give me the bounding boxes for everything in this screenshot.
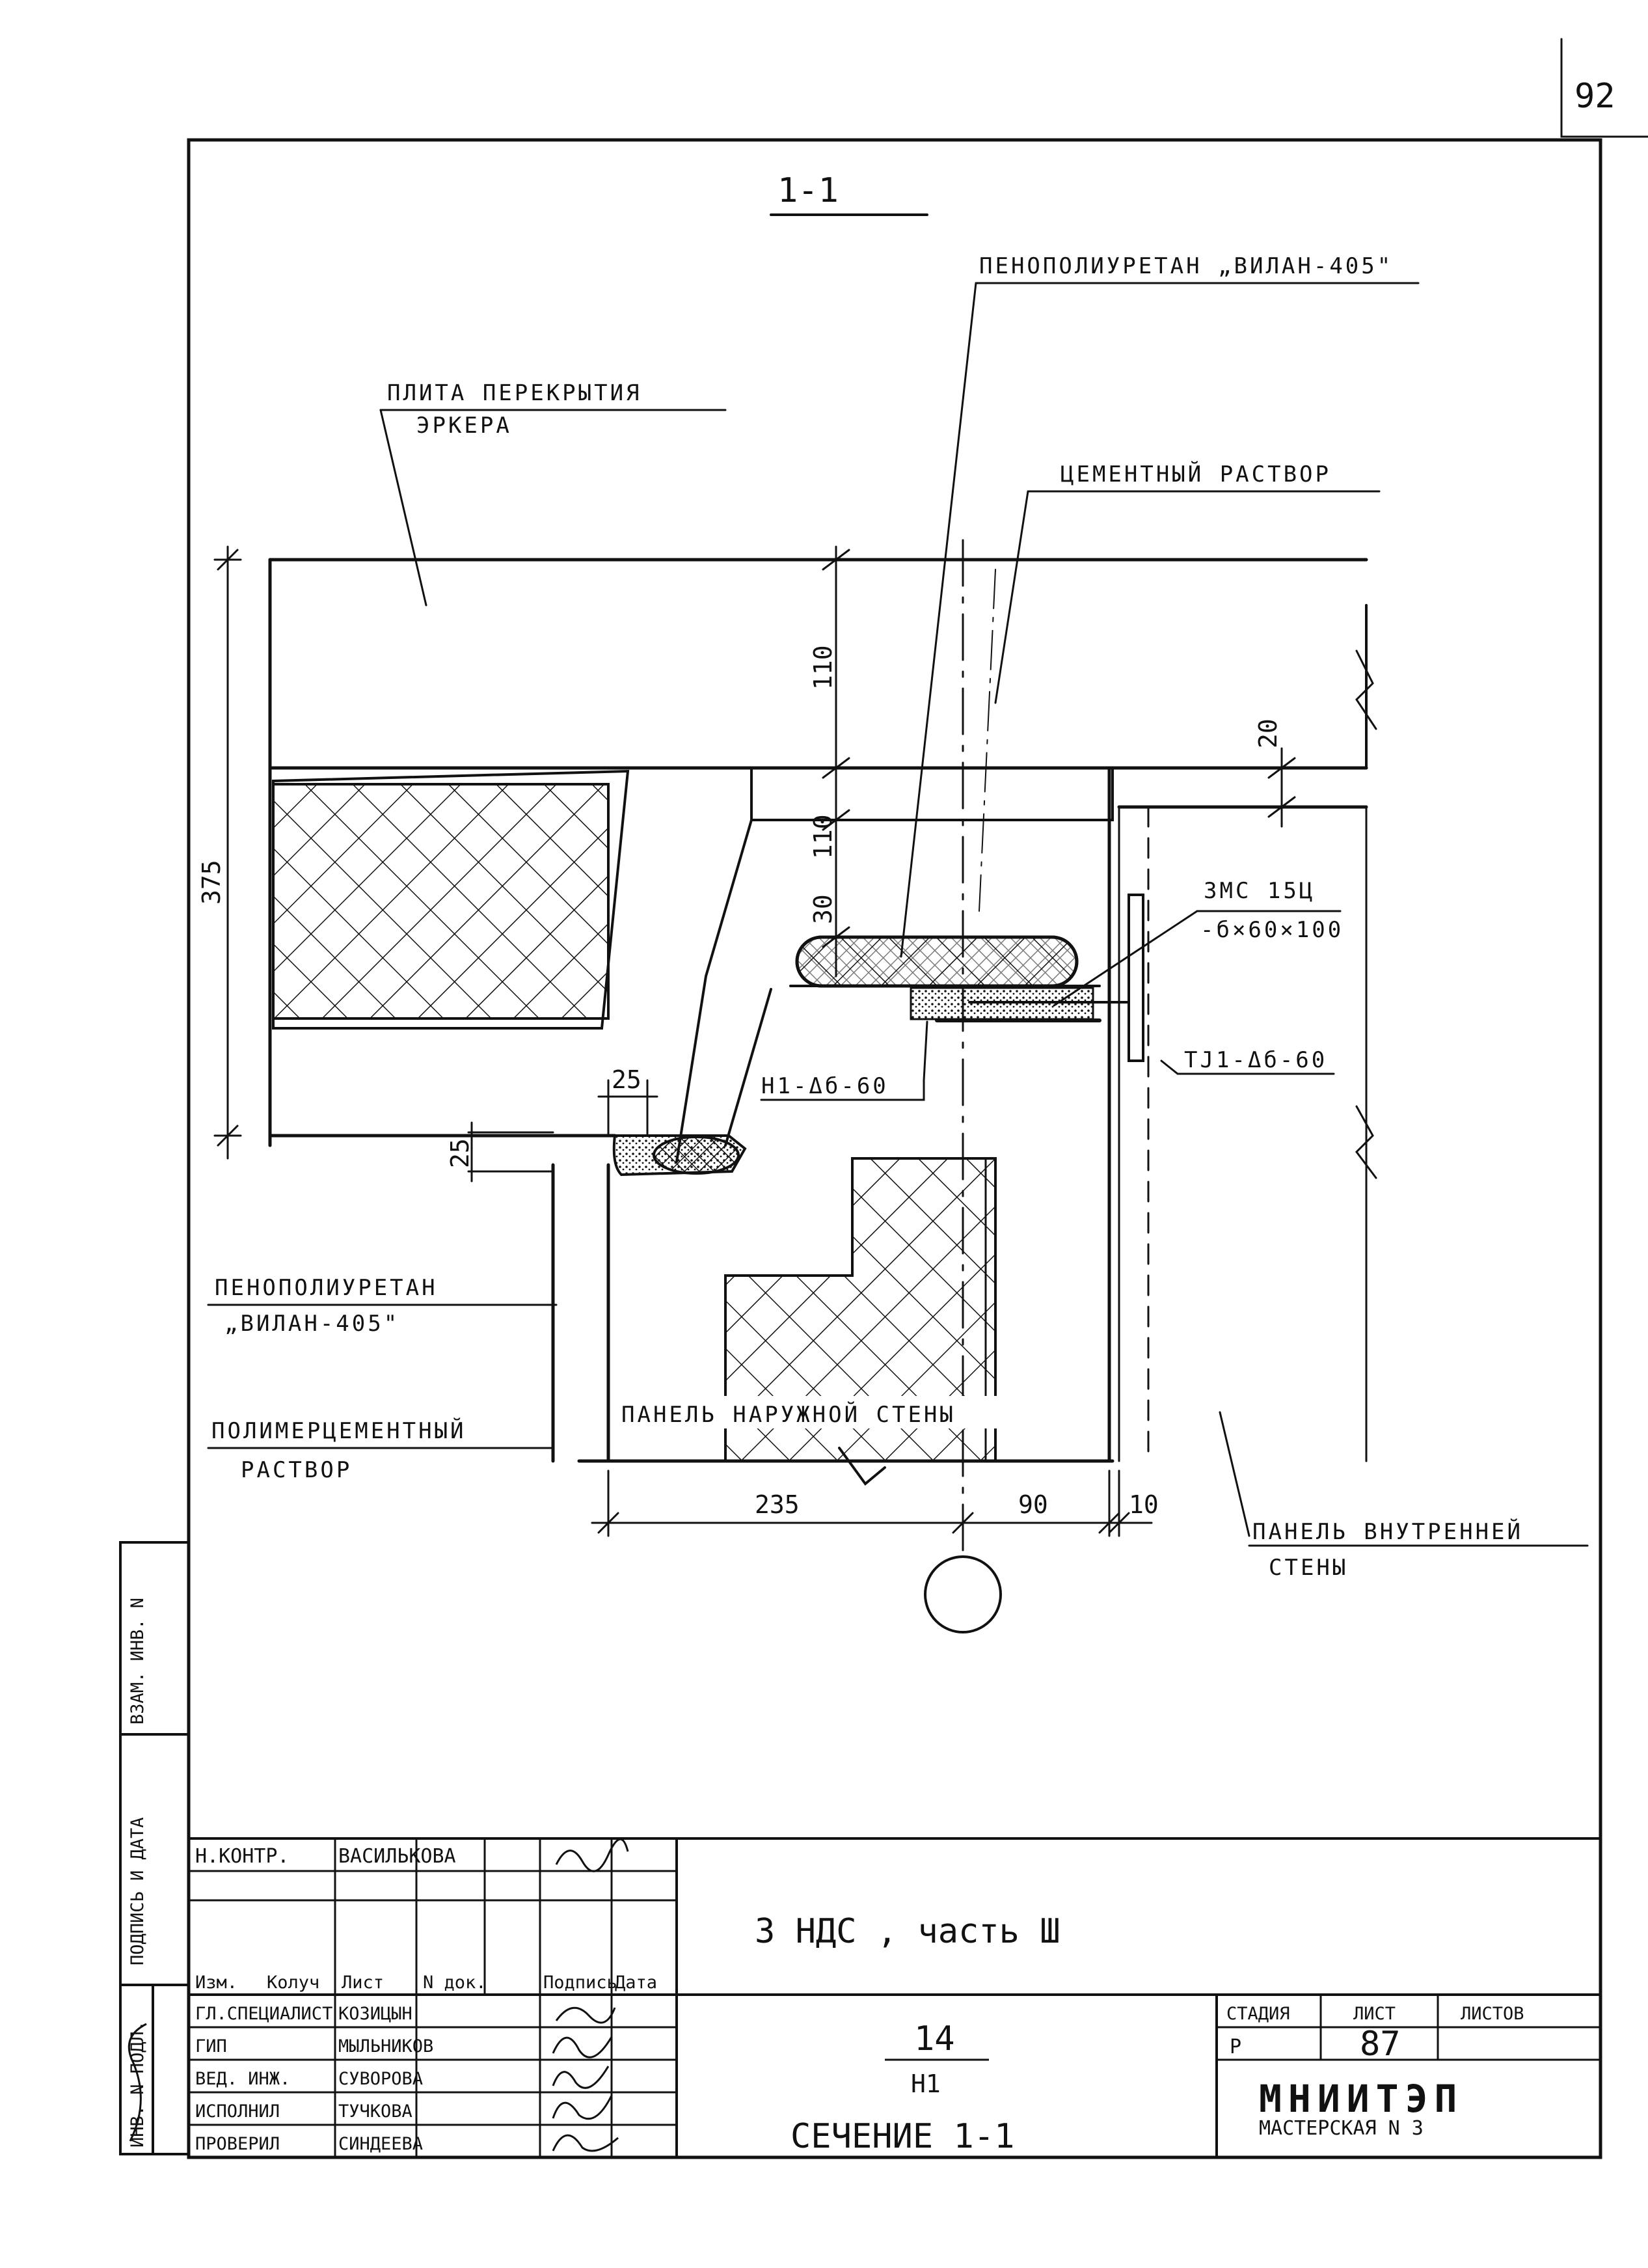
outer-wall-panel — [551, 1157, 1114, 1463]
label-outer-panel: ПАНЕЛЬ НАРУЖНОЙ СТЕНЫ — [621, 1401, 956, 1428]
axis-marker — [924, 1555, 1002, 1633]
label-slab-line1: ПЛИТА ПЕРЕКРЫТИЯ — [387, 380, 642, 406]
tb-org-sub: МАСТЕРСКАЯ N 3 — [1259, 2117, 1424, 2140]
tb-row4-name: ТУЧКОВА — [338, 2101, 412, 2122]
tb-row2-role: ГИП — [195, 2036, 227, 2056]
label-inner-panel-line2: СТЕНЫ — [1269, 1555, 1348, 1581]
tb-col-izm: Изм. — [195, 1973, 237, 1993]
tb-sheet-ref-bottom: Н1 — [911, 2070, 941, 2098]
dim-30: 30 — [809, 894, 837, 924]
dim-20: 20 — [1254, 718, 1282, 748]
tb-project: 3 НДС , часть Ш — [755, 1912, 1060, 1951]
foam-gasket-bottom — [653, 1136, 740, 1175]
tb-col-data: Дата — [615, 1973, 657, 1993]
label-foam-top: ПЕНОПОЛИУРЕТАН „ВИЛАН-405" — [979, 253, 1393, 279]
label-embed-line1: ЗМС 15Ц — [1204, 878, 1315, 904]
dim-110-upper: 110 — [809, 645, 837, 690]
tb-col-ndok: N док. — [423, 1973, 487, 1993]
tb-row1-name: КОЗИЦЫН — [338, 2004, 412, 2024]
label-cement: ЦЕМЕНТНЫЙ РАСТВОР — [1060, 461, 1331, 487]
section-title: 1-1 — [777, 171, 839, 210]
dim-10: 10 — [1129, 1490, 1159, 1519]
label-inner-panel-line1: ПАНЕЛЬ ВНУТРЕННЕЙ — [1252, 1518, 1523, 1545]
label-polymer-line1: ПОЛИМЕРЦЕМЕНТНЫЙ — [211, 1417, 466, 1444]
tb-row4-role: ИСПОЛНИЛ — [195, 2101, 280, 2122]
tb-sheet-ref-top: 14 — [914, 2019, 955, 2058]
tb-sheets-label: ЛИСТОВ — [1461, 2004, 1524, 2024]
tb-nkontr-role: Н.КОНТР. — [195, 1845, 290, 1868]
label-tie: ТЈ1-Δб-60 — [1184, 1047, 1327, 1073]
tb-row2-name: МЫЛЬНИКОВ — [338, 2036, 433, 2056]
stamp-vzam: ВЗАМ. ИНВ. N — [128, 1598, 148, 1725]
tb-col-podpis: Подпись — [543, 1973, 617, 1993]
page-number: 92 — [1574, 77, 1615, 116]
stamp-inv-podl: ИНВ. N ПОДЛ. — [128, 2021, 148, 2148]
dim-25-vertical: 25 — [446, 1138, 474, 1168]
tb-row3-name: СУВОРОВА — [338, 2069, 423, 2089]
title-block — [128, 1837, 1602, 2159]
tb-col-list: Лист — [342, 1973, 384, 1993]
tb-col-koluch: Колуч — [267, 1973, 319, 1993]
tb-row1-role: ГЛ.СПЕЦИАЛИСТ — [195, 2004, 332, 2024]
tb-drawing-name: СЕЧЕНИЕ 1-1 — [790, 2117, 1014, 2156]
dim-25-horizontal: 25 — [612, 1065, 642, 1094]
stamp-podpis: ПОДПИСЬ И ДАТА — [128, 1817, 148, 1965]
tb-stage-label: СТАДИЯ — [1226, 2004, 1290, 2024]
tb-row3-role: ВЕД. ИНЖ. — [195, 2069, 290, 2089]
tb-org: МНИИТЭП — [1259, 2077, 1463, 2121]
slab-outline — [268, 558, 1368, 1147]
tb-sheet-label: ЛИСТ — [1353, 2004, 1396, 2024]
dim-375: 375 — [197, 860, 226, 905]
label-anchor: Н1-Δб-60 — [761, 1073, 889, 1099]
label-foam-left-line2: „ВИЛАН-405" — [224, 1311, 399, 1337]
label-slab-line2: ЭРКЕРА — [416, 413, 512, 439]
tb-stage: Р — [1230, 2036, 1241, 2058]
dim-235: 235 — [755, 1490, 800, 1519]
dim-110-lower: 110 — [809, 814, 837, 859]
recess-top — [750, 767, 1114, 821]
label-foam-left-line1: ПЕНОПОЛИУРЕТАН — [215, 1275, 438, 1301]
label-polymer-line2: РАСТВОР — [241, 1457, 352, 1483]
slab-insulation — [272, 783, 610, 1020]
label-embed-line2: -б×60×100 — [1200, 917, 1344, 943]
inner-wall-panel — [1107, 766, 1368, 1463]
tb-sheet: 87 — [1360, 2025, 1401, 2064]
tb-nkontr-name: ВАСИЛЬКОВА — [338, 1845, 456, 1868]
tb-row5-name: СИНДЕЕВА — [338, 2134, 423, 2154]
dim-90: 90 — [1018, 1490, 1048, 1519]
tb-row5-role: ПРОВЕРИЛ — [195, 2134, 280, 2154]
